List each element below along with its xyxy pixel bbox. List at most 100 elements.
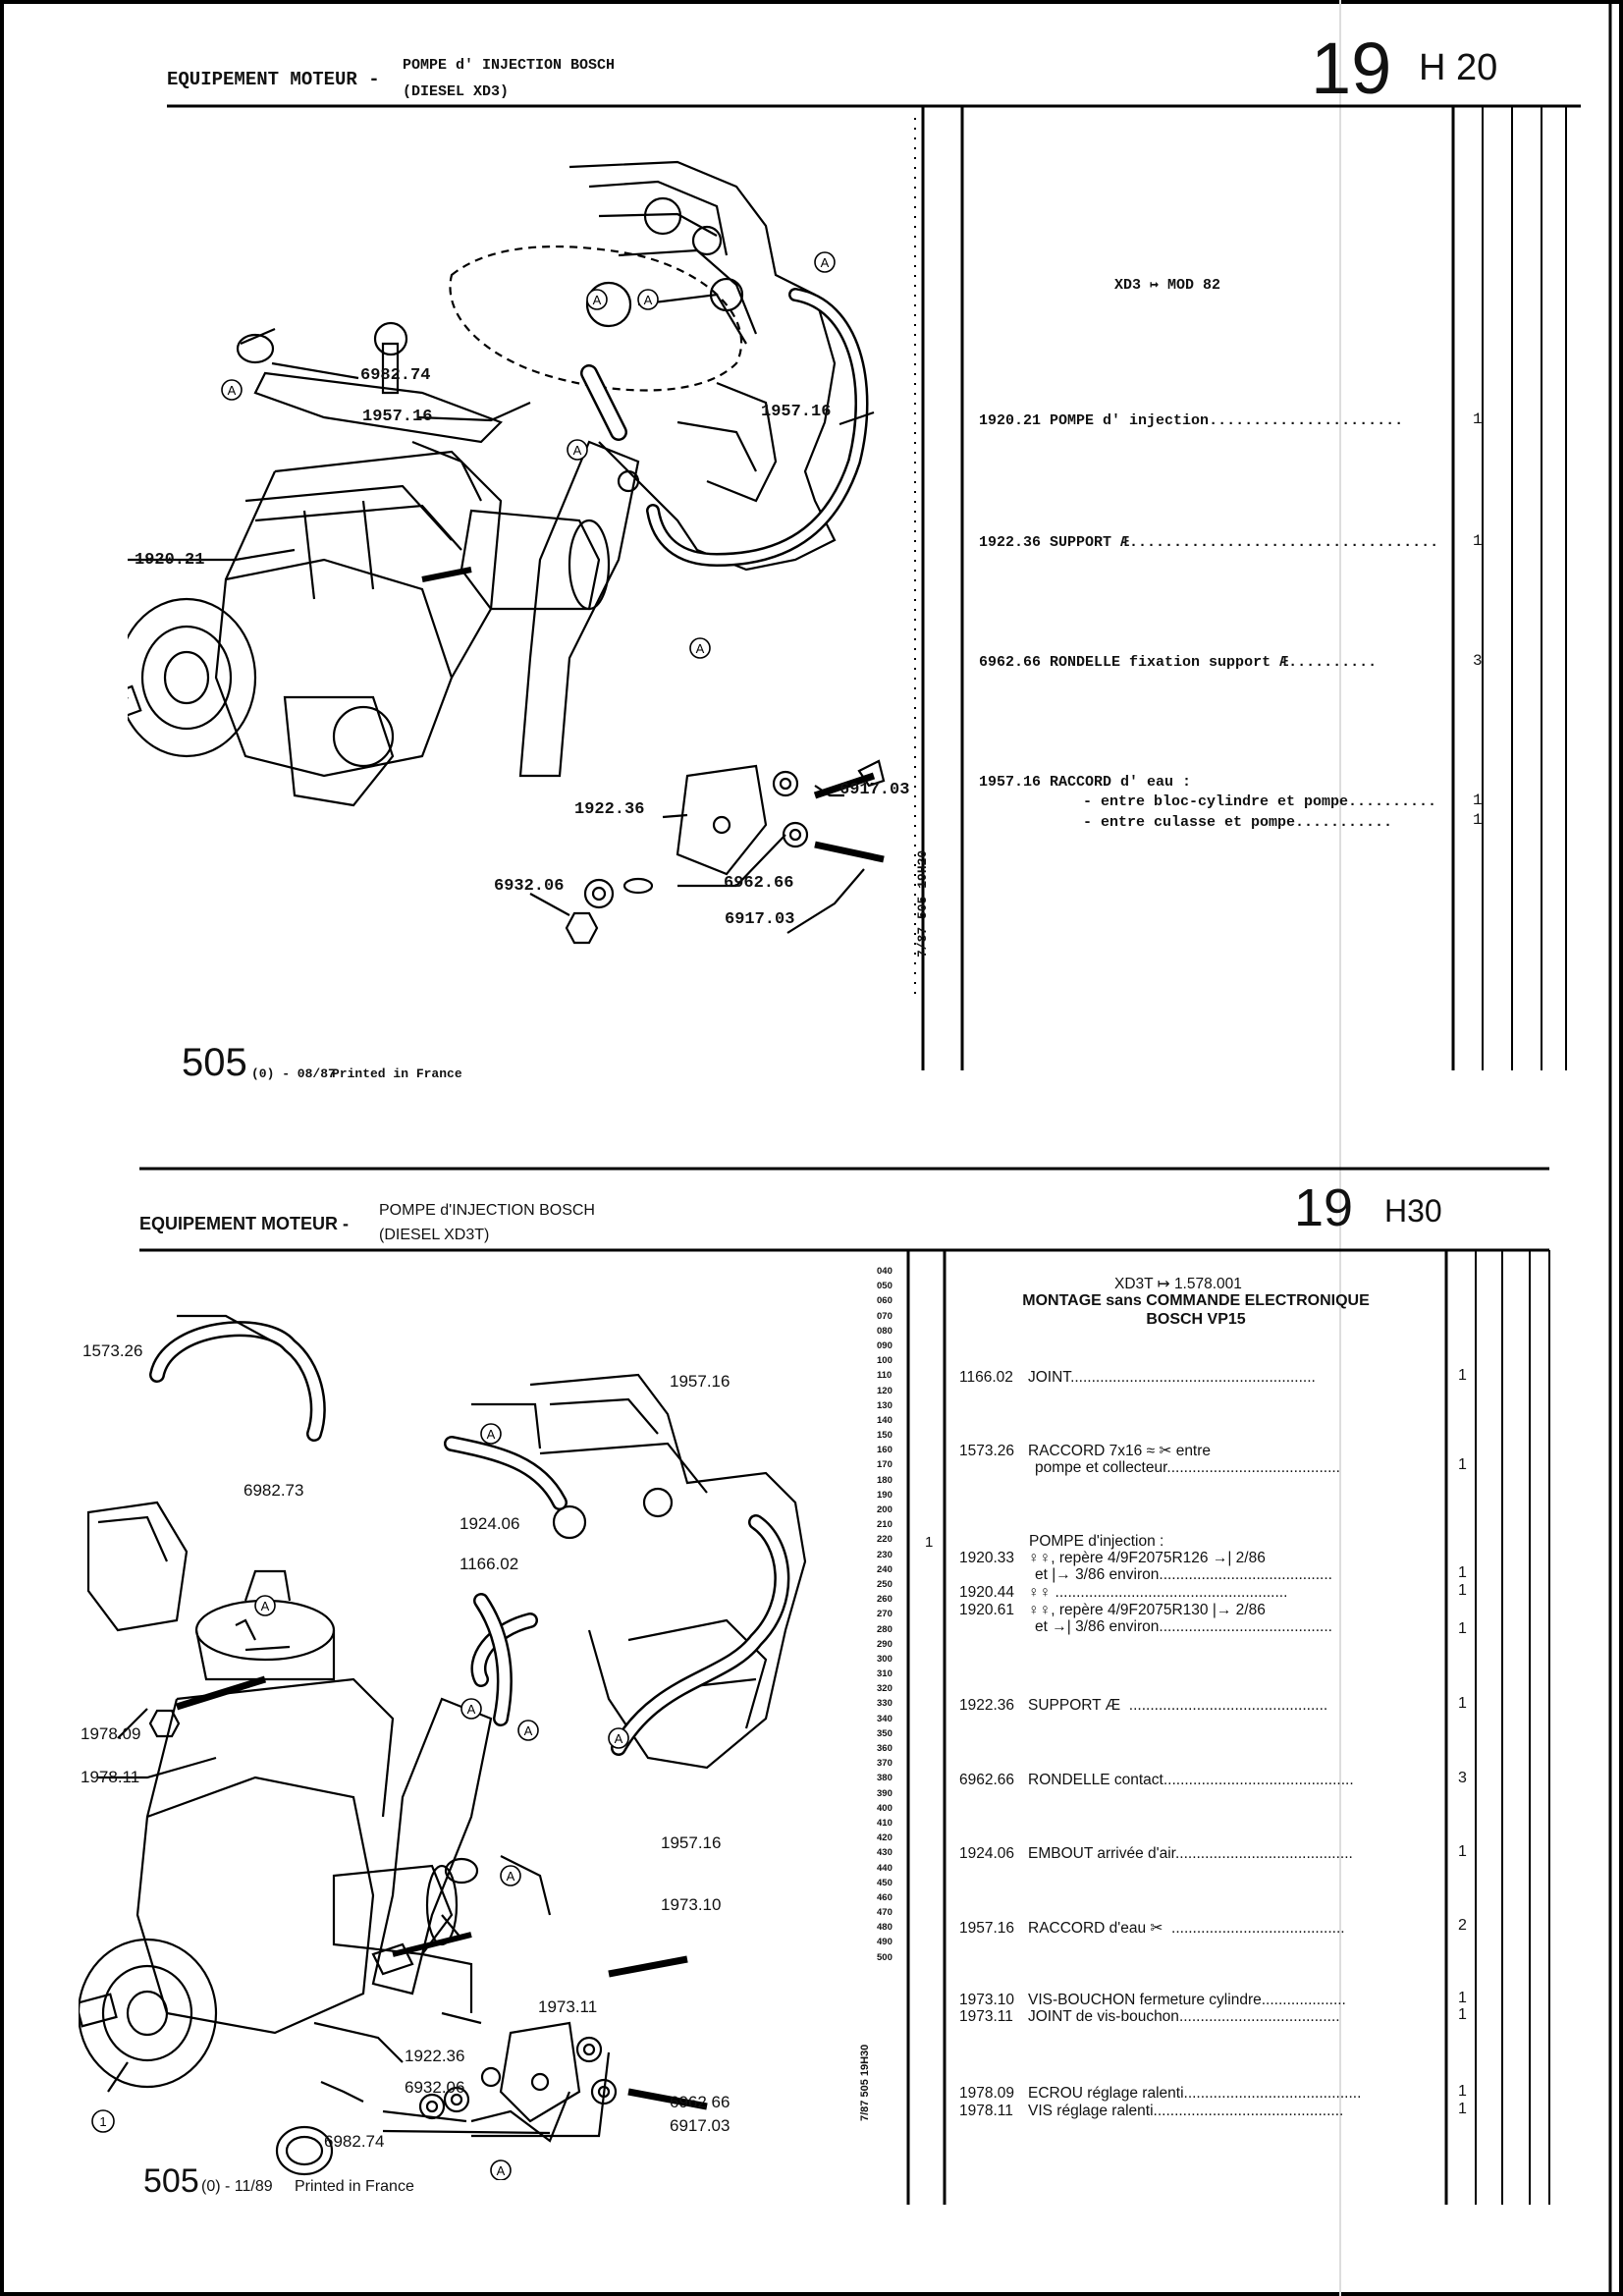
callout-1957-16-left: 1957.16: [362, 408, 433, 426]
quantity: 1: [1473, 811, 1483, 829]
montage-variant: BOSCH VP15: [1146, 1311, 1246, 1328]
list-item-sub: - entre bloc-cylindre et pompe..........: [1083, 793, 1437, 810]
quantity: 2: [1458, 1917, 1467, 1934]
section-subtitle: POMPE d' INJECTION BOSCH: [403, 57, 616, 74]
quantity: 1: [1458, 1564, 1467, 1581]
callout-6917-03: 6917.03: [670, 2116, 730, 2135]
marker-a: A: [261, 1599, 270, 1613]
circled-one: 1: [99, 2114, 106, 2129]
group-number: 19: [1294, 1178, 1354, 1237]
marker-a: A: [615, 1731, 623, 1746]
callout-1920-21: 1920.21: [135, 551, 205, 570]
callout-6917-03-bottom: 6917.03: [725, 910, 795, 929]
applicability: XD3T ↦ 1.578.001: [1114, 1276, 1242, 1292]
callout-1166-02: 1166.02: [460, 1555, 519, 1573]
callout-6962-66: 6962 66: [670, 2093, 730, 2111]
scale-marker: 1: [925, 1534, 934, 1551]
marker-a: A: [821, 255, 830, 270]
callout-1957-16-right: 1957.16: [761, 403, 832, 421]
callout-1957-16-top: 1957.16: [670, 1372, 730, 1391]
marker-a: A: [573, 443, 582, 458]
callout-1922-36: 1922.36: [405, 2047, 465, 2065]
list-item: 1920.44♀♀ ..............................…: [959, 1584, 1288, 1601]
quantity: 1: [1458, 1990, 1467, 2006]
callout-6982-73: 6982.73: [243, 1481, 304, 1500]
section-title: EQUIPEMENT MOTEUR -: [167, 69, 380, 90]
callout-6982-74: 6982.74: [324, 2132, 385, 2151]
montage-note: MONTAGE sans COMMANDE ELECTRONIQUE: [1022, 1292, 1370, 1309]
quantity: 1: [1458, 1843, 1467, 1860]
quantity: 1: [1458, 1695, 1467, 1712]
quantity: 1: [1473, 410, 1483, 428]
callout-1973-11: 1973.11: [538, 1997, 598, 2016]
quantity: 1: [1473, 792, 1483, 809]
quantity: 1: [1458, 1367, 1467, 1384]
list-item: 6962.66 RONDELLE fixation support Æ.....…: [979, 654, 1378, 671]
list-item-sub: - entre culasse et pompe...........: [1083, 814, 1393, 831]
callout-6917-03-top: 6917.03: [839, 781, 910, 799]
applicability: XD3 ↦ MOD 82: [1114, 277, 1221, 294]
section-subtitle: POMPE d'INJECTION BOSCH: [379, 1202, 595, 1219]
printed-note: Printed in France: [295, 2178, 414, 2195]
callout-6962-66: 6962.66: [724, 874, 794, 893]
callout-1573-26: 1573.26: [82, 1341, 143, 1360]
quantity: 3: [1458, 1770, 1467, 1786]
marker-a: A: [497, 2163, 506, 2178]
quantity: 1: [1458, 2101, 1467, 2117]
marker-a: A: [524, 1723, 533, 1738]
page-code: H30: [1384, 1193, 1442, 1229]
marker-a: A: [644, 293, 653, 307]
callout-1973-10: 1973.10: [661, 1895, 722, 1914]
callout-6932-06: 6932.06: [405, 2078, 465, 2097]
list-item: POMPE d'injection :: [1029, 1533, 1164, 1550]
quantity: 1: [1473, 532, 1483, 550]
callout-1924-06: 1924.06: [460, 1514, 520, 1533]
marker-a: A: [696, 641, 705, 656]
list-item: 1922.36 SUPPORT Æ.......................…: [979, 534, 1439, 551]
exploded-view-drawing: A A A A A A A 1: [79, 1314, 807, 2180]
section-subtitle-engine: (DIESEL XD3T): [379, 1227, 490, 1243]
quantity: 1: [1458, 1456, 1467, 1473]
list-item: 1920.61♀♀, repère 4/9F2075R130 |→ 2/86: [959, 1602, 1266, 1618]
quantity: 1: [1458, 1620, 1467, 1637]
model-number: 505: [182, 1041, 247, 1084]
list-item: 1957.16 RACCORD d' eau :: [979, 774, 1192, 791]
marker-a: A: [467, 1702, 476, 1717]
quantity: 1: [1458, 2006, 1467, 2023]
marker-a: A: [507, 1869, 515, 1884]
section-subtitle-engine: (DIESEL XD3): [403, 83, 510, 100]
exploded-view-drawing: A A A A A A: [128, 160, 886, 945]
edition: (0) - 08/87: [251, 1066, 336, 1081]
printed-note: Printed in France: [332, 1066, 462, 1081]
model-number: 505: [143, 2162, 199, 2200]
list-item-sub: et →| 3/86 environ......................…: [1035, 1618, 1332, 1635]
edition: (0) - 11/89: [201, 2178, 273, 2195]
callout-1978-11: 1978.11: [81, 1768, 140, 1786]
quantity: 3: [1473, 652, 1483, 670]
callout-1978-09: 1978.09: [81, 1724, 141, 1743]
quantity: 1: [1458, 2083, 1467, 2100]
list-item: 1920.33♀♀, repère 4/9F2075R126 →| 2/86: [959, 1550, 1266, 1566]
callout-6982-74: 6982.74: [360, 366, 431, 385]
callout-1922-36: 1922.36: [574, 800, 645, 819]
section-title: EQUIPEMENT MOTEUR -: [139, 1214, 350, 1233]
marker-a: A: [228, 383, 237, 398]
marker-a: A: [487, 1427, 496, 1442]
sheet-grid: [167, 104, 1581, 1070]
list-item-sub: pompe et collecteur.....................…: [1035, 1459, 1340, 1476]
page-code: H 20: [1419, 47, 1498, 88]
group-number: 19: [1311, 27, 1392, 109]
